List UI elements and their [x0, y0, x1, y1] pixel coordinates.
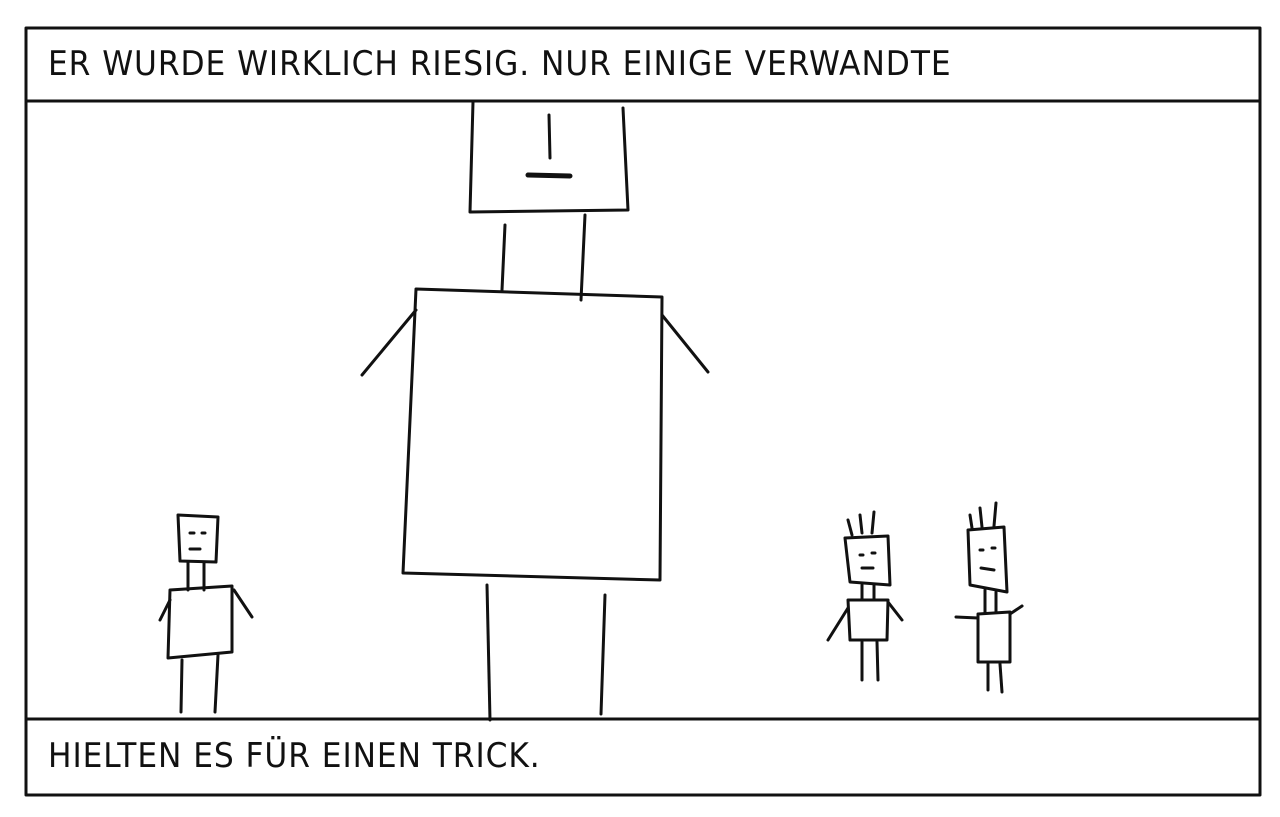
- small-figure-right-1: [826, 510, 904, 682]
- top-caption: ER WURDE WIRKLICH RIESIG. NUR EINIGE VER…: [48, 44, 952, 84]
- giant-mouth: [525, 172, 573, 179]
- panel-frame: [24, 26, 1262, 797]
- small-figure-left: [158, 513, 254, 714]
- giant-left-arm: [360, 308, 418, 377]
- giant-figure: [360, 100, 710, 722]
- small-figure-right-2: [954, 501, 1024, 694]
- bottom-caption: HIELTEN ES FÜR EINEN TRICK.: [48, 736, 541, 776]
- giant-right-leg: [599, 593, 607, 716]
- giant-eye: [547, 113, 552, 160]
- giant-body: [401, 287, 664, 582]
- giant-head: [468, 100, 630, 214]
- giant-right-arm: [660, 313, 710, 374]
- giant-left-leg: [485, 583, 492, 722]
